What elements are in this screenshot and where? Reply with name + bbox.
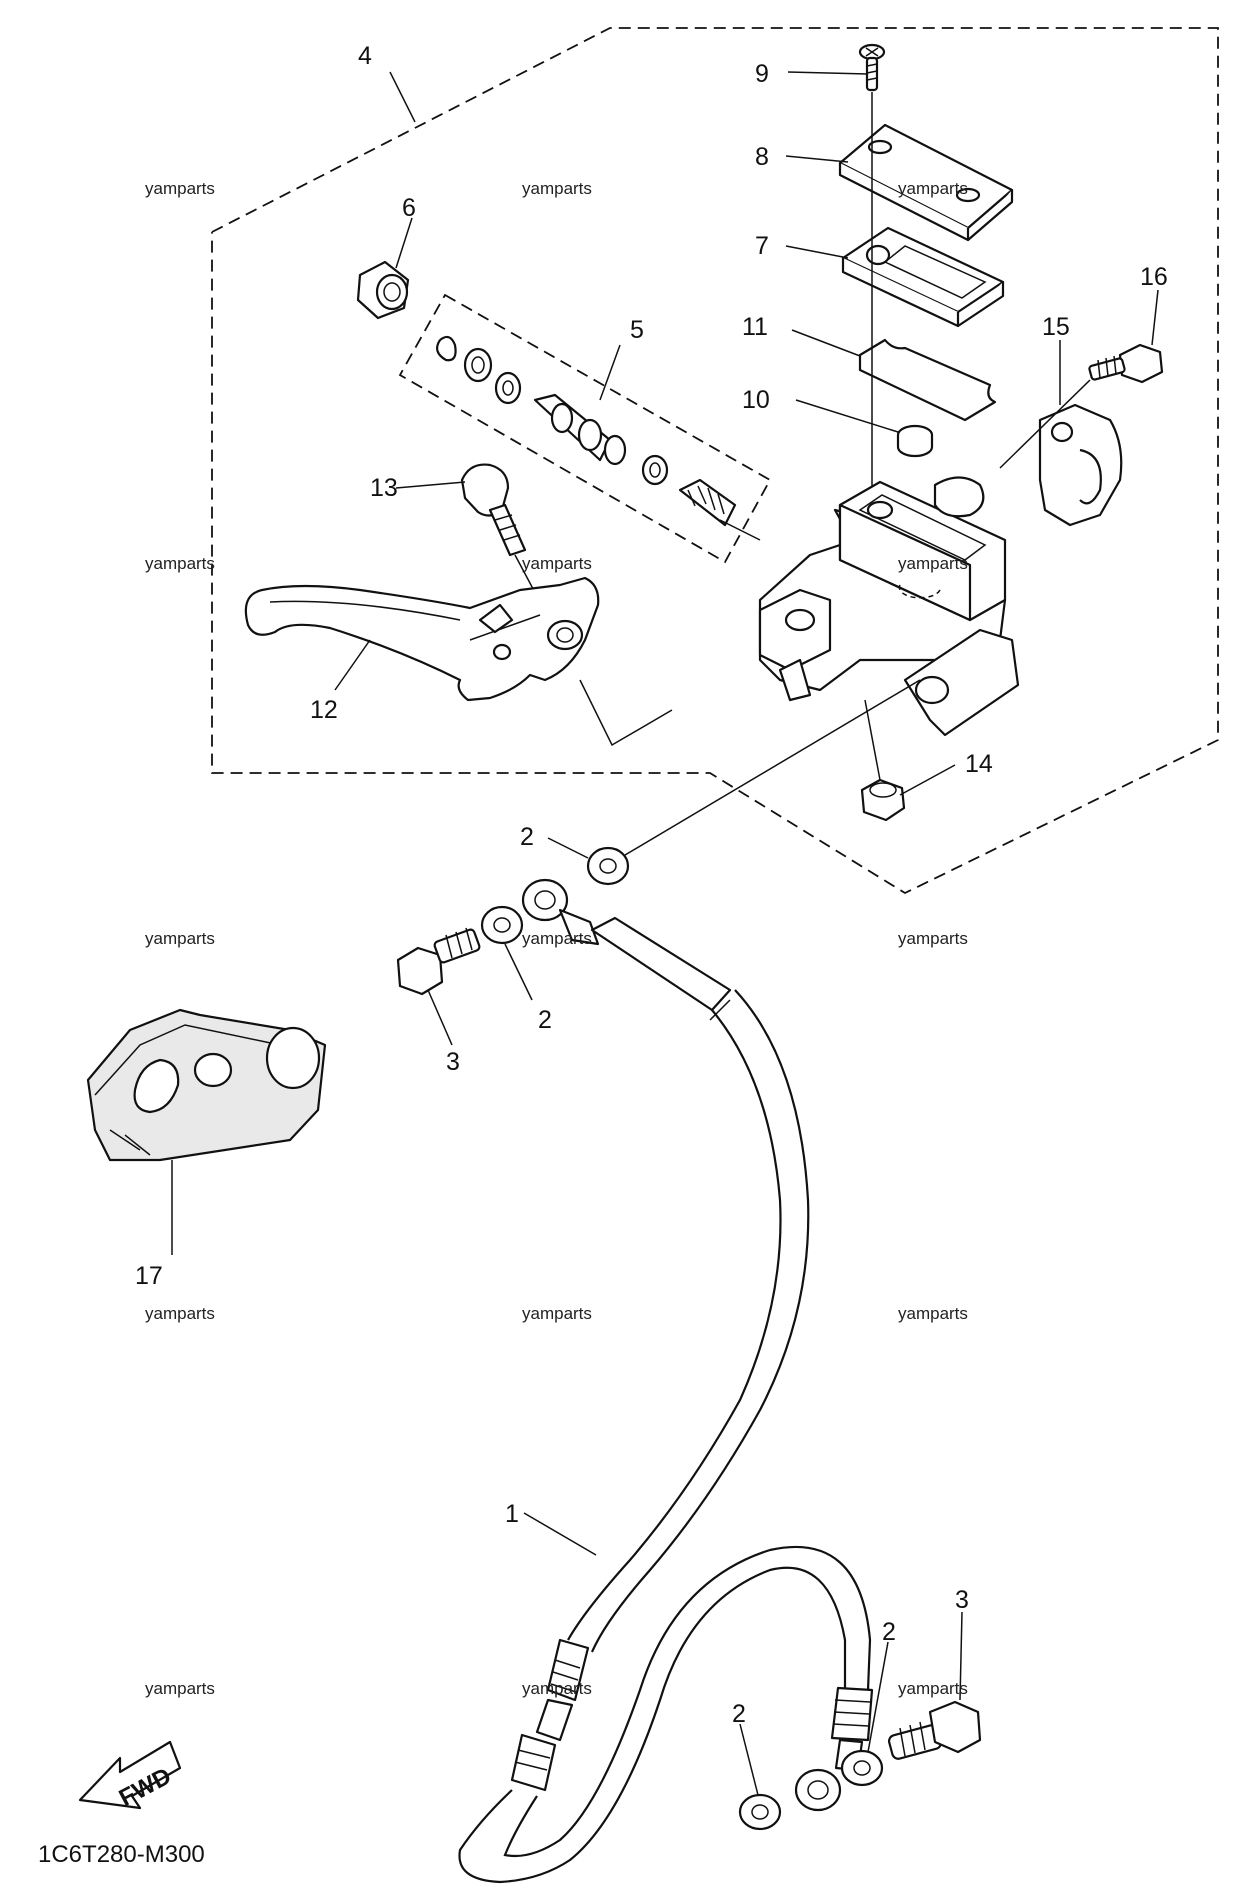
- watermark: yamparts: [522, 554, 592, 573]
- cover-part-17: [86, 1008, 327, 1162]
- callout-3-bottom: 3: [955, 1586, 969, 1614]
- pivot-bolt-part-13: [460, 463, 527, 557]
- watermark: yamparts: [522, 929, 592, 948]
- leader-lines: [171, 71, 1159, 1796]
- lever-pivot-leader: [579, 679, 673, 747]
- watermarks: yamparts yamparts yamparts yamparts yamp…: [145, 179, 968, 1698]
- holder-part-15: [1038, 403, 1123, 527]
- float-part-10: [896, 424, 934, 458]
- watermark: yamparts: [898, 179, 968, 198]
- watermark: yamparts: [898, 1304, 968, 1323]
- callout-2-bottom-left: 2: [732, 1700, 746, 1728]
- callout-12: 12: [310, 696, 338, 724]
- watermark: yamparts: [898, 1679, 968, 1698]
- callout-17: 17: [135, 1262, 163, 1290]
- forward-arrow: FWD: [78, 1740, 182, 1812]
- diaphragm-part-7: [841, 226, 1005, 328]
- watermark: yamparts: [522, 1304, 592, 1323]
- axis-line-nut: [864, 699, 881, 781]
- master-cylinder-body: [758, 476, 1020, 737]
- watermark: yamparts: [522, 1679, 592, 1698]
- callout-1: 1: [505, 1500, 519, 1528]
- boot-part-6: [356, 260, 410, 320]
- watermark: yamparts: [145, 1679, 215, 1698]
- watermark: yamparts: [898, 929, 968, 948]
- watermark: yamparts: [145, 554, 215, 573]
- callout-6: 6: [402, 194, 416, 222]
- screw-part-9: [858, 43, 886, 92]
- watermark: yamparts: [145, 1304, 215, 1323]
- assembly-boundary: [211, 27, 1219, 895]
- banjo-bolt-part-3-bottom: [887, 1700, 982, 1760]
- callout-7: 7: [755, 232, 769, 260]
- callout-2-mid: 2: [538, 1006, 552, 1034]
- watermark: yamparts: [898, 554, 968, 573]
- callout-4: 4: [358, 42, 372, 70]
- washer-part-2-top: [586, 846, 630, 886]
- callout-15: 15: [1042, 313, 1070, 341]
- washer-part-2-mid: [480, 905, 524, 945]
- watermark: yamparts: [145, 179, 215, 198]
- banjo-bolt-part-3-top: [396, 927, 481, 996]
- washer-part-2-bottom-left: [738, 1793, 782, 1831]
- piston-kit-boundary: [398, 293, 772, 564]
- callout-3-top: 3: [446, 1048, 460, 1076]
- axis-line-washer-top: [624, 679, 921, 856]
- callout-2-bottom-right: 2: [882, 1618, 896, 1646]
- piston-kit-part-5: [435, 335, 737, 527]
- diagram-code: 1C6T280-M300: [38, 1841, 205, 1868]
- callout-2-top: 2: [520, 823, 534, 851]
- watermark: yamparts: [522, 179, 592, 198]
- nut-part-14: [860, 778, 906, 822]
- axis-line-kit: [719, 519, 761, 541]
- callout-9: 9: [755, 60, 769, 88]
- watermark: yamparts: [145, 929, 215, 948]
- lever-part-12: [244, 576, 600, 702]
- callout-10: 10: [742, 386, 770, 414]
- callout-8: 8: [755, 143, 769, 171]
- brake-hose-part-1: [458, 878, 874, 1884]
- callout-5: 5: [630, 316, 644, 344]
- callout-14: 14: [965, 750, 993, 778]
- plate-part-11: [858, 338, 997, 422]
- washer-part-2-bottom-right: [840, 1749, 884, 1787]
- callout-16: 16: [1140, 263, 1168, 291]
- callout-13: 13: [370, 474, 398, 502]
- axis-line-holder: [999, 379, 1091, 469]
- bolt-part-16: [1088, 343, 1164, 384]
- callout-11: 11: [742, 313, 768, 341]
